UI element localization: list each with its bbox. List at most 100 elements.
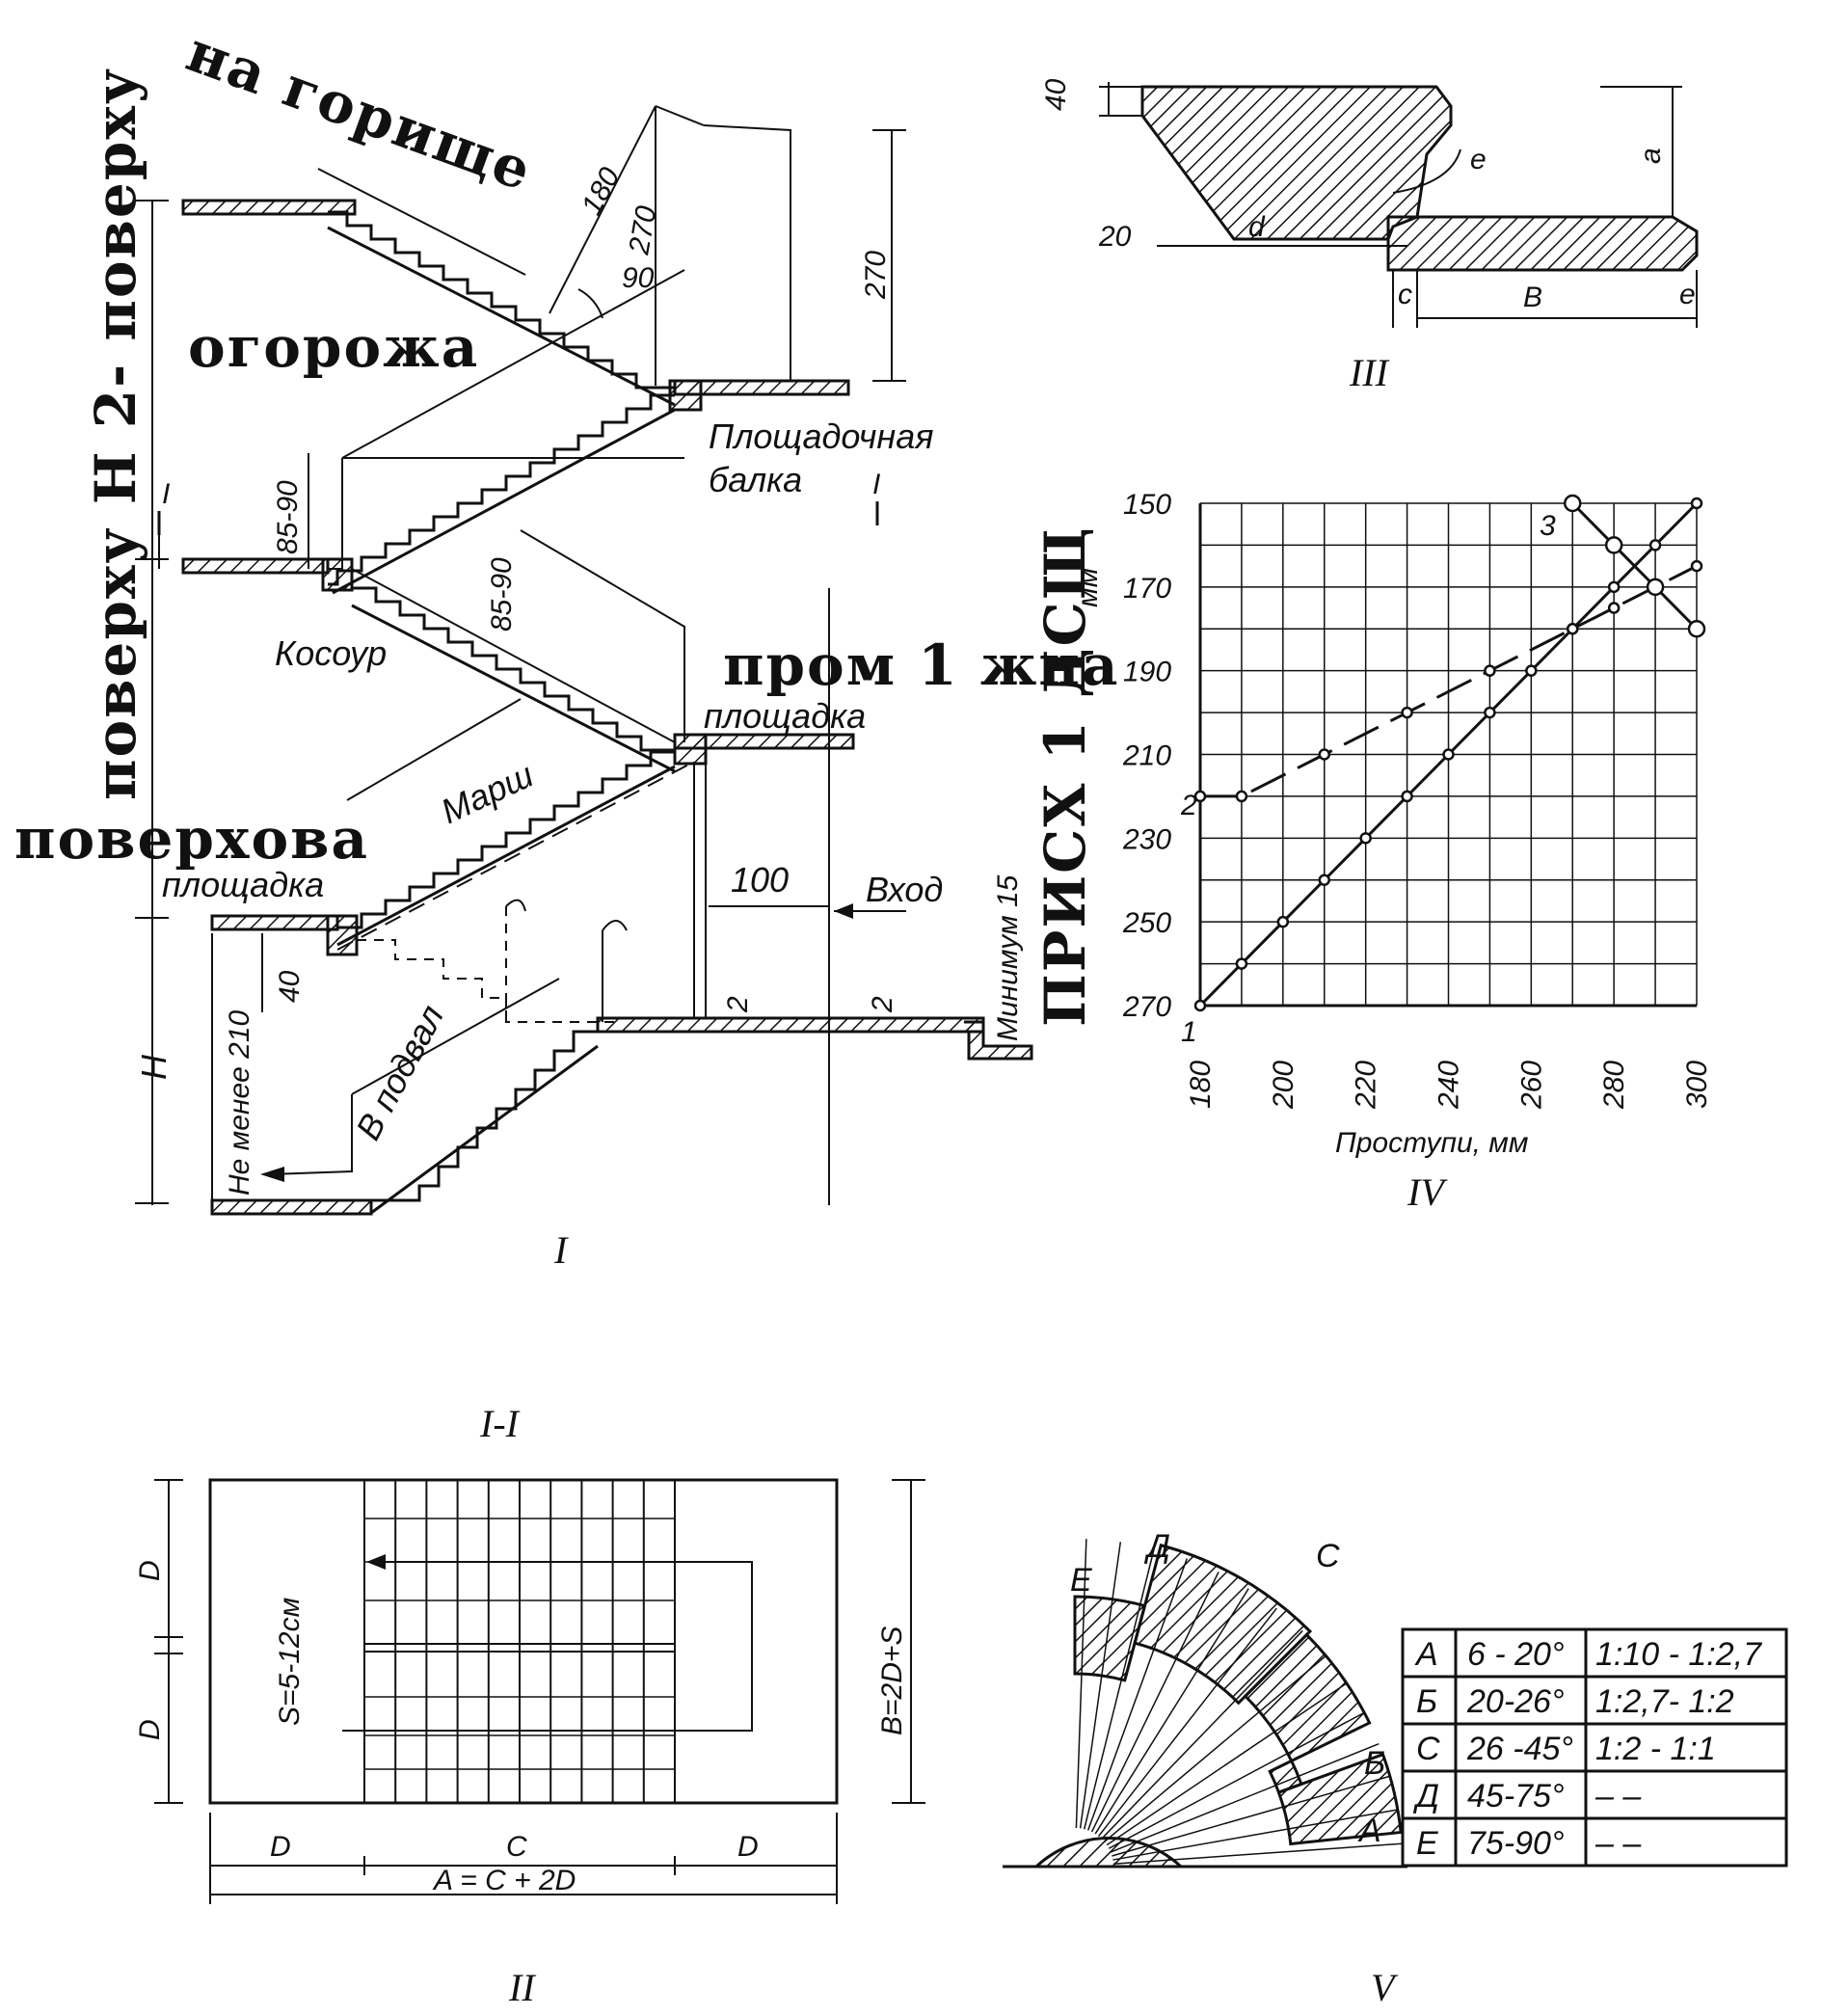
label-minimum: Минимум 15 <box>992 874 1024 1041</box>
dim-2b: 2 <box>867 996 898 1013</box>
dim-85-90-b: 85-90 <box>486 557 518 632</box>
third-flight-steps <box>352 586 675 752</box>
sector-ray <box>1112 1775 1391 1857</box>
dashed-line-basement <box>336 761 695 951</box>
dim-line-180 <box>549 105 656 314</box>
entrance-floor-slab <box>596 1016 985 1034</box>
slope-table-letter: C <box>1416 1731 1440 1767</box>
plan-outline <box>208 1478 839 1805</box>
basement-flight-stringer <box>370 1044 599 1215</box>
slope-table-letter: Б <box>1416 1683 1437 1720</box>
chart-point-2 <box>1567 623 1579 635</box>
second-flight-stringer <box>332 408 676 595</box>
slope-table-frame <box>1401 1627 1788 1868</box>
sector-ray <box>1083 1547 1155 1830</box>
chart-point-1 <box>1235 957 1248 970</box>
chart-point-label-1: 1 <box>1181 1016 1197 1048</box>
dim-90: 90 <box>622 262 655 294</box>
figure-1-staircase-section <box>135 105 1033 1216</box>
second-flight-steps <box>328 393 675 586</box>
chart-point-2 <box>1318 748 1330 761</box>
chart-point-1 <box>1690 497 1703 510</box>
step-profile-lower <box>1386 215 1699 272</box>
chart-point-1 <box>1607 580 1621 594</box>
profile-40: 40 <box>1040 78 1072 111</box>
figure-2-plan: I-I D D S=5-12см B=2D+S D C D A = C + 2D… <box>134 1402 925 2009</box>
chart-x-tick-label: 280 <box>1598 1061 1630 1110</box>
sector-ray <box>1090 1572 1219 1833</box>
plan-direction-line <box>342 1561 753 1732</box>
plan-S: S=5-12см <box>274 1598 306 1726</box>
label-ploshchadka-mid: площадка <box>704 696 866 736</box>
fig-number-1: I <box>553 1228 569 1272</box>
profile-c: c <box>1398 279 1412 310</box>
sector-E <box>1073 1595 1147 1682</box>
label-promizhna: пром 1 жна <box>723 632 1119 698</box>
chart-x-tick-label: 200 <box>1268 1061 1300 1110</box>
hidden-basement-steps <box>357 939 617 1023</box>
dim-180: 180 <box>576 162 627 220</box>
chart-point-1 <box>1484 706 1496 719</box>
chart-y-tick-label: 190 <box>1123 657 1171 688</box>
sector-ray <box>1079 1542 1122 1829</box>
plan-D-bottom: D <box>134 1719 166 1740</box>
railing-post-mid <box>328 458 343 570</box>
third-flight-railing <box>520 529 685 742</box>
floor-landing-slab <box>210 914 339 931</box>
label-marsh: Марш <box>435 755 539 832</box>
basement-flight-steps <box>366 1030 598 1202</box>
chart-point-label-3: 3 <box>1540 510 1556 542</box>
sector-ray <box>1110 1742 1380 1853</box>
sector-A <box>1276 1752 1403 1846</box>
fig-number-2: II <box>508 1966 536 2009</box>
chart-x-tick-label: 260 <box>1515 1061 1547 1110</box>
chart-y-tick-label: 270 <box>1122 991 1171 1023</box>
chart-x-tick-label: 180 <box>1185 1061 1217 1109</box>
dim-40: 40 <box>274 970 306 1003</box>
sector-letter: C <box>1316 1538 1340 1574</box>
label-ploshchadochnaya: Площадочная <box>709 417 933 456</box>
profile-e1: e <box>1470 144 1487 175</box>
chart-series-line-3 <box>1571 501 1699 631</box>
chart-x-tick-label: 240 <box>1433 1061 1465 1110</box>
chart-point-2 <box>1235 790 1248 803</box>
sector-D <box>1133 1543 1313 1706</box>
sector-ray <box>1086 1558 1188 1831</box>
label-vkhod: Вход <box>866 870 943 909</box>
dim-270b: 270 <box>860 251 892 300</box>
profile-e2: e <box>1679 279 1696 310</box>
chart-point-3 <box>1646 578 1665 597</box>
label-povyerkhova: поверхова <box>14 806 369 872</box>
top-floor-slab <box>181 199 357 216</box>
chart-point-3 <box>1564 494 1582 513</box>
dim-270a: 270 <box>623 203 662 257</box>
chart-y-tick-label: 150 <box>1123 489 1171 521</box>
chart-point-label-2: 2 <box>1180 790 1197 821</box>
slope-table-ratio: – – <box>1594 1825 1642 1862</box>
plan-treads <box>363 1480 676 1803</box>
chart-point-1 <box>1442 748 1455 761</box>
fourth-flight-steps <box>337 750 675 929</box>
label-povyerkhu: поверху H 2- поверху <box>83 67 148 800</box>
chart-point-1 <box>1648 539 1662 551</box>
dim-H: H <box>134 1054 174 1080</box>
chart-x-tick-label: 220 <box>1351 1061 1382 1110</box>
chart-x-tick-label: 300 <box>1681 1061 1713 1109</box>
plan-B-eq: B=2D+S <box>876 1626 908 1735</box>
label-ohorozha: огорожа <box>188 314 479 380</box>
mid-floor-slab <box>181 557 330 575</box>
sector-letter: E <box>1070 1562 1092 1599</box>
slope-table-ratio: – – <box>1594 1778 1642 1814</box>
dim-extension <box>655 105 705 126</box>
chart-y-tick-label: 230 <box>1122 823 1171 855</box>
slope-table-angle: 6 - 20° <box>1467 1636 1565 1673</box>
slope-table-angle: 45-75° <box>1467 1778 1565 1814</box>
third-flight-stringer <box>351 604 676 773</box>
chart-y-tick-label: 250 <box>1122 907 1171 939</box>
sector-ray <box>1101 1629 1303 1840</box>
profile-B: B <box>1523 282 1542 313</box>
dim-85-90-a: 85-90 <box>272 480 304 554</box>
